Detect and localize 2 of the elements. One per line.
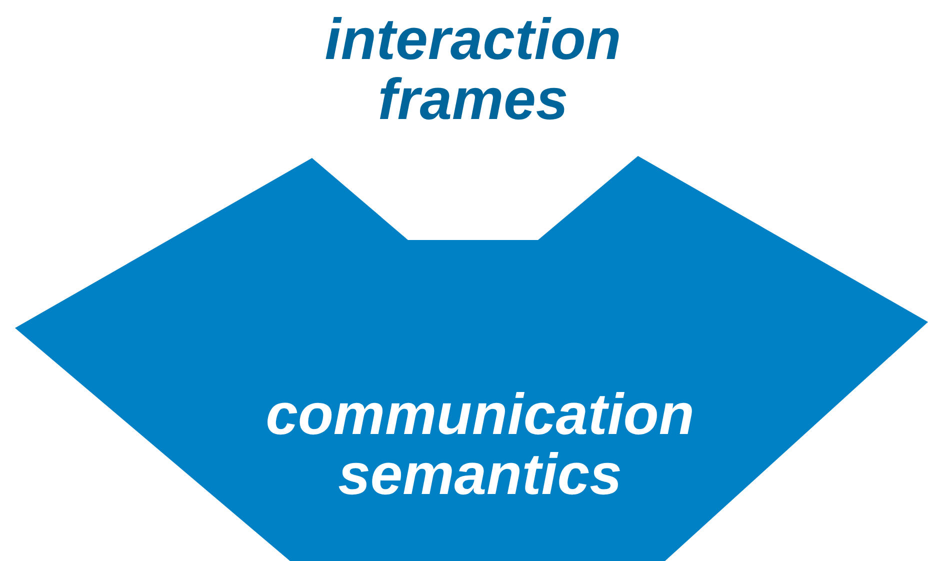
heading: interaction frames	[324, 10, 622, 130]
shape-label: communication semantics	[264, 385, 696, 505]
